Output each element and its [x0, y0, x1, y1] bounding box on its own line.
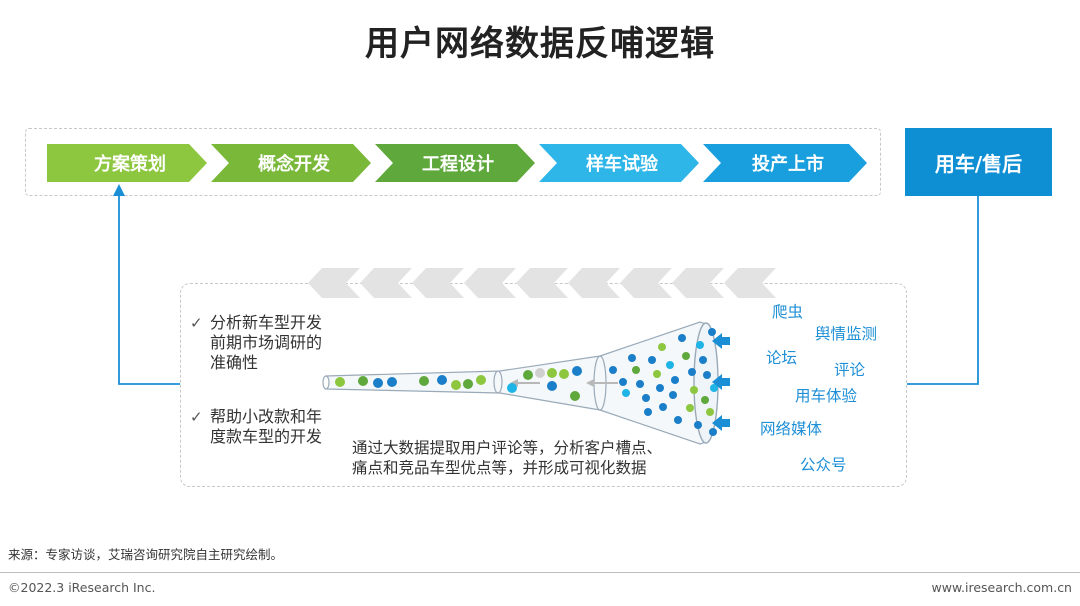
benefit-1: 分析新车型开发 前期市场调研的 准确性 [210, 313, 322, 373]
step-engineering: 工程设计 [375, 144, 535, 182]
check-icon: ✓ [190, 314, 203, 332]
description-text: 通过大数据提取用户评论等，分析客户槽点、 痛点和竞品车型优点等，并形成可视化数据 [352, 438, 662, 478]
footer-divider [0, 572, 1080, 573]
use-car-box: 用车/售后 [905, 128, 1052, 196]
source-car-experience: 用车体验 [795, 387, 858, 405]
step-plan: 方案策划 [47, 144, 207, 182]
funnel-ring [493, 370, 503, 394]
source-official-accounts: 公众号 [800, 456, 847, 474]
check-icon: ✓ [190, 408, 203, 426]
input-arrows [712, 333, 730, 431]
step-concept-label: 概念开发 [258, 154, 330, 175]
description-line: 通过大数据提取用户评论等，分析客户槽点、 [352, 439, 663, 457]
process-flow-container [25, 128, 881, 196]
feedback-line-right [907, 196, 979, 385]
source-sentiment-monitoring: 舆情监测 [815, 325, 878, 343]
step-prototype-test-label: 样车试验 [586, 154, 658, 175]
feedback-line-left [118, 192, 180, 385]
benefit-1-line: 分析新车型开发 [210, 313, 323, 332]
flow-arrow-head-icon [586, 379, 594, 387]
step-plan-label: 方案策划 [94, 154, 166, 175]
copyright: ©2022.3 iResearch Inc. [8, 580, 156, 595]
source-note: 来源：专家访谈，艾瑞咨询研究院自主研究绘制。 [8, 547, 284, 562]
step-prototype-test: 样车试验 [539, 144, 699, 182]
step-engineering-label: 工程设计 [422, 154, 494, 175]
source-forum: 论坛 [766, 349, 798, 367]
benefit-1-line: 准确性 [210, 353, 259, 372]
step-launch-label: 投产上市 [752, 154, 824, 175]
benefit-2-line: 帮助小改款和年 [210, 407, 323, 426]
source-reviews: 评论 [834, 361, 866, 379]
source-online-media: 网络媒体 [760, 420, 823, 438]
step-concept: 概念开发 [211, 144, 371, 182]
page-title: 用户网络数据反哺逻辑 [365, 24, 715, 64]
data-dots [335, 328, 718, 436]
benefit-2: 帮助小改款和年 度款车型的开发 [210, 407, 322, 447]
step-launch: 投产上市 [703, 144, 867, 182]
description-line: 痛点和竞品车型优点等，并形成可视化数据 [352, 459, 647, 477]
source-crawler: 爬虫 [772, 303, 804, 321]
website-link[interactable]: www.iresearch.com.cn [931, 580, 1073, 595]
funnel-tip [322, 375, 330, 390]
benefit-2-line: 度款车型的开发 [210, 427, 323, 446]
arrowhead-up-icon [113, 184, 125, 196]
benefit-1-line: 前期市场调研的 [210, 333, 323, 352]
